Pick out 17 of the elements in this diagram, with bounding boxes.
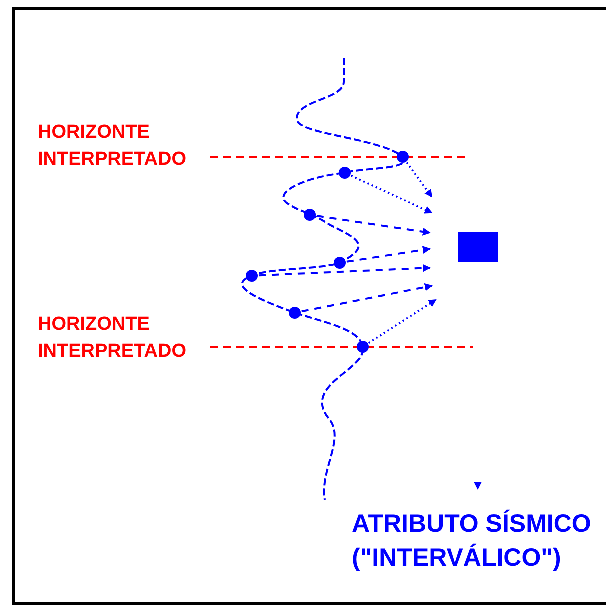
arrow [302,283,433,313]
arrow [350,175,433,214]
arrow [406,162,433,198]
data-point [357,341,369,353]
data-point [334,257,346,269]
data-point [246,270,258,282]
horizon-label: HORIZONTE INTERPRETADO [38,313,188,364]
data-point [339,167,351,179]
arrow [258,264,431,277]
arrow [346,246,431,263]
data-point [397,151,409,163]
arrow [316,215,431,236]
data-point [289,307,301,319]
horizon-label: HORIZONTE INTERPRETADO [38,121,188,172]
arrow [368,299,437,344]
attribute-label: ATRIBUTO SÍSMICO ("INTERVÁLICO") [352,508,592,574]
data-point [304,209,316,221]
